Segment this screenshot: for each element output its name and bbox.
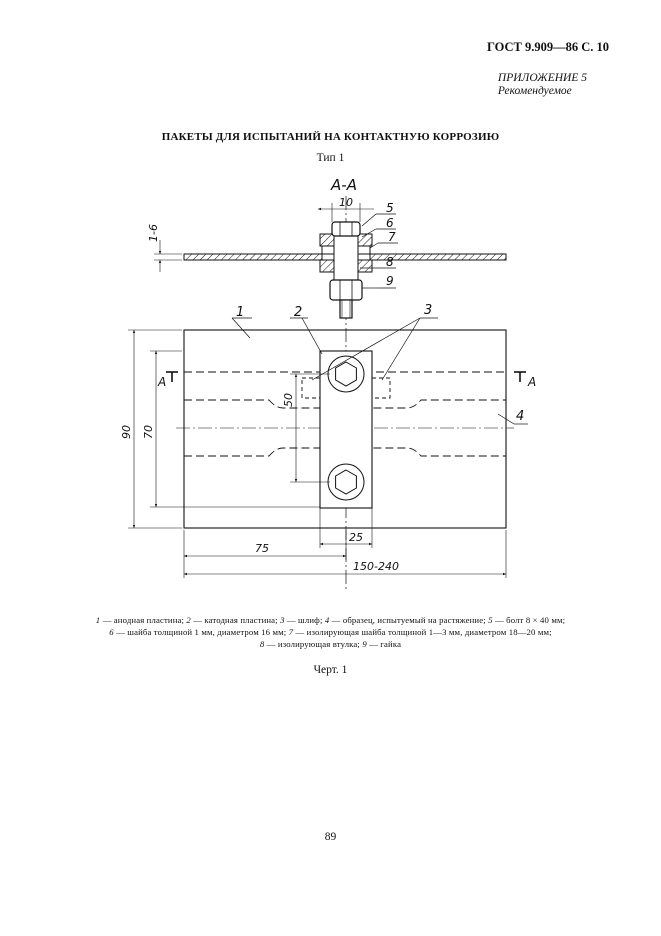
legend-item-6: 6 — шайба толщиной 1 мм, диаметром 16 мм… xyxy=(109,627,289,637)
ground-sample-right xyxy=(371,377,391,399)
leader-7 xyxy=(369,242,379,249)
callout-8: 8 xyxy=(386,255,394,269)
dim-height-total: 90 xyxy=(120,425,133,439)
legend-item-2: 2 — катодная пластина; xyxy=(186,615,281,625)
bolt-bottom-hex xyxy=(335,469,357,495)
dim-height-inner: 70 xyxy=(142,425,155,439)
callout-5: 5 xyxy=(386,201,394,215)
callout-6: 6 xyxy=(386,216,394,230)
ground-sample-left xyxy=(301,377,321,399)
appendix-status: Рекомендуемое xyxy=(497,85,572,97)
section-bolt-head xyxy=(331,221,361,237)
callout-4: 4 xyxy=(516,409,524,424)
section-bushing xyxy=(333,235,359,281)
legend-item-1: 1 — анодная пластина; xyxy=(95,615,187,625)
section-plate-right xyxy=(369,253,507,261)
dim-half-width: 75 xyxy=(255,542,269,555)
leader-1 xyxy=(231,317,251,339)
callout-9: 9 xyxy=(386,274,394,288)
document-header: ГОСТ 9.909—86 С. 10 xyxy=(486,40,609,54)
leader-3-left xyxy=(311,317,421,381)
anode-plate xyxy=(183,329,507,529)
cut-label-right: А xyxy=(527,375,536,389)
legend-item-8: 8 — изолирующая втулка; xyxy=(259,639,363,649)
legend-item-7: 7 — изолирующая шайба толщиной 1—3 мм, д… xyxy=(288,627,552,637)
leader-6 xyxy=(361,228,377,238)
cut-label-left: А xyxy=(157,375,166,389)
legend-item-9: 9 — гайка xyxy=(362,639,402,649)
legend-item-5: 5 — болт 8 × 40 мм; xyxy=(488,615,566,625)
page-number: 89 xyxy=(324,831,337,843)
figure-caption: Черт. 1 xyxy=(313,664,348,676)
section-nut xyxy=(329,279,363,301)
dim-total-width: 150-240 xyxy=(353,560,399,573)
callout-3: 3 xyxy=(424,303,432,318)
legend-item-3: 3 — шлиф; xyxy=(280,615,325,625)
legend: 1 — анодная пластина; 2 — катодная пласт… xyxy=(48,614,613,650)
callout-7: 7 xyxy=(388,230,396,244)
leader-5 xyxy=(361,213,377,227)
document-title: ПАКЕТЫ ДЛЯ ИСПЫТАНИЙ НА КОНТАКТНУЮ КОРРО… xyxy=(161,131,500,143)
leader-4 xyxy=(497,413,515,425)
section-plate-left xyxy=(183,253,323,261)
technical-drawing: А-А 10 1-6 5 6 7 8 9 xyxy=(120,176,536,590)
type-label: Тип 1 xyxy=(316,152,345,164)
callout-2: 2 xyxy=(294,305,302,320)
dim-strip-width: 25 xyxy=(349,531,363,544)
appendix-block: ПРИЛОЖЕНИЕ 5 Рекомендуемое xyxy=(498,72,587,98)
section-bolt-shank xyxy=(339,299,353,319)
callout-1: 1 xyxy=(236,305,244,320)
leader-3-right xyxy=(381,317,421,381)
dim-slot-height: 50 xyxy=(282,393,295,407)
bolt-top-hex xyxy=(335,361,357,387)
appendix-label: ПРИЛОЖЕНИЕ 5 xyxy=(497,72,587,84)
dim-plate-thickness: 1-6 xyxy=(147,224,160,242)
legend-item-4: 4 — образец, испытуемый на растяжение; xyxy=(324,615,489,625)
leader-2 xyxy=(301,317,323,355)
dim-bolt-width: 10 xyxy=(339,196,353,209)
section-label: А-А xyxy=(330,176,357,194)
